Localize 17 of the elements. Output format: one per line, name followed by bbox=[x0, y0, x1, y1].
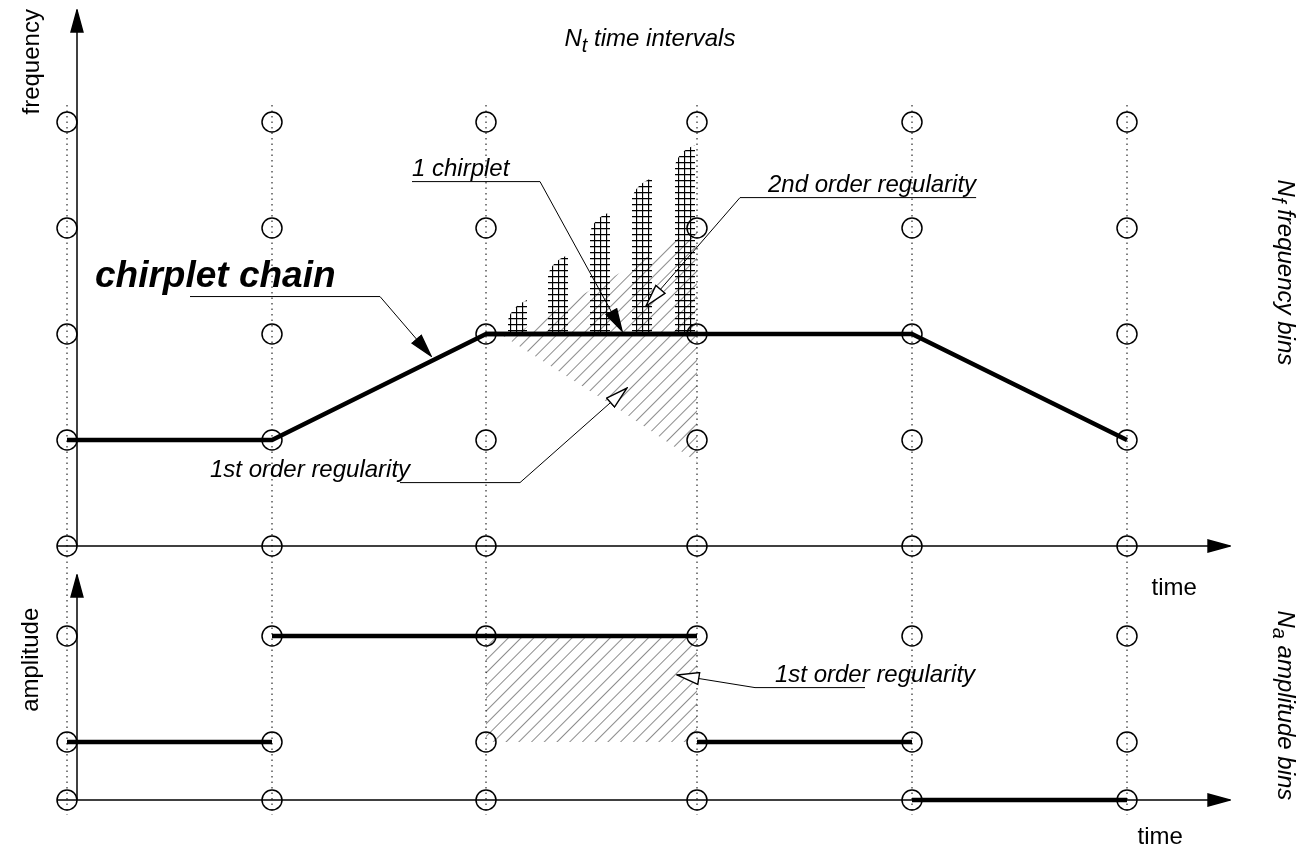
callout-label: 1st order regularity bbox=[775, 660, 976, 688]
callout-label: 2nd order regularity bbox=[768, 170, 977, 198]
axis-label: N$_{t}$ time intervals bbox=[564, 23, 736, 57]
callout-label: 1 chirplet bbox=[412, 154, 510, 182]
axis-label: time bbox=[1137, 822, 1183, 850]
leader-arrow bbox=[645, 197, 977, 307]
leader-arrow bbox=[399, 387, 628, 484]
axis-label: frequency bbox=[16, 9, 44, 115]
axis-label: amplitude bbox=[16, 607, 44, 712]
callout-label: chirplet chain bbox=[95, 254, 336, 297]
cross-hatched-bars bbox=[508, 145, 697, 334]
hatched-region bbox=[486, 636, 697, 742]
callout-label: 1st order regularity bbox=[210, 455, 411, 483]
leader-arrow bbox=[676, 671, 866, 689]
leader-arrow bbox=[411, 181, 623, 332]
axis-label: time bbox=[1151, 573, 1197, 601]
leader-arrow bbox=[189, 296, 432, 357]
